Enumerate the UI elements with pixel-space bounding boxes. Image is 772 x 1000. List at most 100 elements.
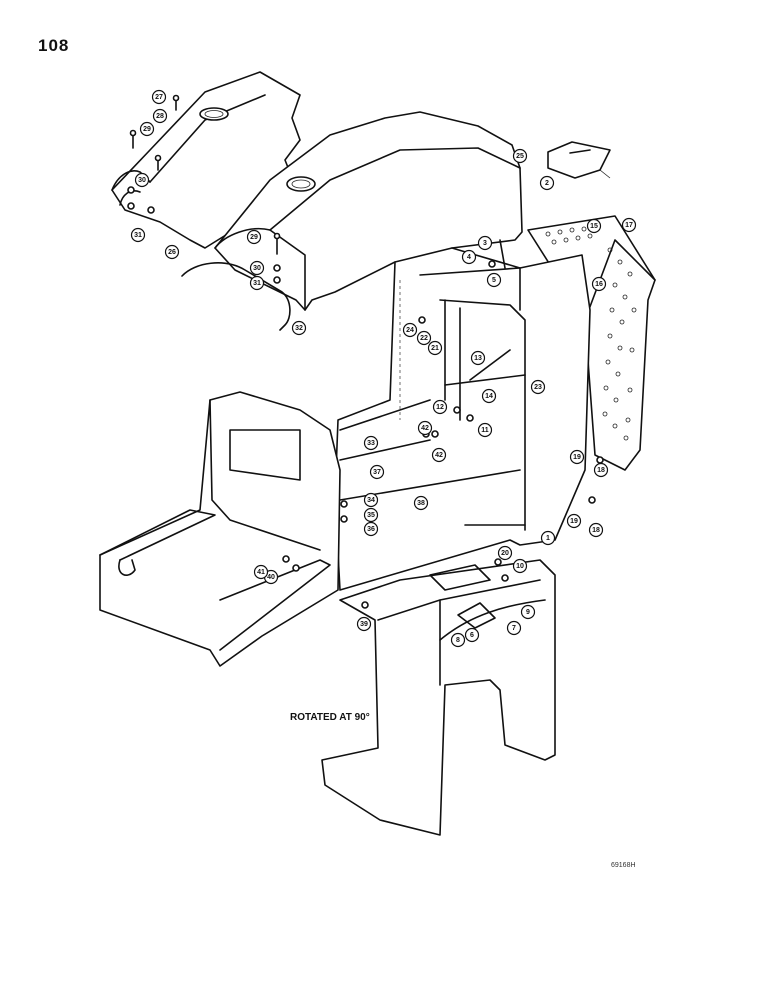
callout-c16: 16 [591, 276, 607, 292]
callout-label: 5 [492, 277, 496, 284]
callout-c41: 41 [253, 564, 269, 580]
callout-bubble [461, 249, 477, 265]
callout-label: 10 [516, 563, 524, 570]
callout-c29b: 29 [246, 229, 262, 245]
callout-c10: 10 [512, 558, 528, 574]
callout-c8: 8 [450, 632, 466, 648]
callout-label: 9 [526, 609, 530, 616]
callout-bubble [413, 495, 429, 511]
callout-label: 16 [595, 281, 603, 288]
callout-bubble [363, 507, 379, 523]
callout-c37: 37 [369, 464, 385, 480]
callout-label: 35 [367, 512, 375, 519]
callout-label: 12 [436, 404, 444, 411]
callout-c18b: 18 [588, 522, 604, 538]
callout-label: 40 [267, 574, 275, 581]
callout-label: 28 [156, 113, 164, 120]
hood-latch [547, 141, 611, 179]
callout-c20: 20 [497, 545, 513, 561]
seat-pedestal [321, 559, 556, 836]
callout-bubble [246, 229, 262, 245]
callout-c28: 28 [152, 108, 168, 124]
callout-c35: 35 [363, 507, 379, 523]
large-hood [214, 111, 523, 311]
callout-label: 17 [625, 222, 633, 229]
callout-c42: 42 [417, 420, 433, 436]
rotated-note: ROTATED AT 90° [290, 712, 370, 723]
callout-bubble [464, 627, 480, 643]
callout-bubble [291, 320, 307, 336]
callout-label: 14 [485, 393, 493, 400]
callout-bubble [512, 148, 528, 164]
callout-label: 1 [546, 535, 550, 542]
callout-label: 15 [590, 223, 598, 230]
callout-bubble [569, 449, 585, 465]
callout-bubble [593, 462, 609, 478]
callout-bubble [432, 399, 448, 415]
callout-c22: 22 [416, 330, 432, 346]
callout-label: 31 [134, 232, 142, 239]
callout-bubble [164, 244, 180, 260]
callout-bubble [249, 275, 265, 291]
callout-label: 19 [573, 454, 581, 461]
callout-label: 42 [421, 425, 429, 432]
callout-c24: 24 [402, 322, 418, 338]
callout-c33: 33 [363, 435, 379, 451]
callout-label: 25 [516, 153, 524, 160]
callout-label: 30 [253, 265, 261, 272]
callout-label: 4 [467, 254, 471, 261]
callout-label: 33 [367, 440, 375, 447]
callout-c17: 17 [621, 217, 637, 233]
callout-bubble [369, 464, 385, 480]
fasteners [127, 94, 604, 609]
callout-bubble [591, 276, 607, 292]
callout-bubble [356, 616, 372, 632]
callout-bubble [417, 420, 433, 436]
callout-bubble [253, 564, 269, 580]
callout-c14: 14 [481, 388, 497, 404]
callout-c38: 38 [413, 495, 429, 511]
callout-label: 20 [501, 550, 509, 557]
callout-bubble [486, 272, 502, 288]
callout-bubble [586, 218, 602, 234]
callout-c36: 36 [363, 521, 379, 537]
callout-label: 22 [420, 335, 428, 342]
callout-c25: 25 [512, 148, 528, 164]
callout-label: 18 [592, 527, 600, 534]
callout-c27: 27 [151, 89, 167, 105]
callout-label: 7 [512, 625, 516, 632]
callout-label: 24 [406, 327, 414, 334]
callout-label: 42 [435, 452, 443, 459]
callout-label: 32 [295, 325, 303, 332]
callout-bubble [477, 235, 493, 251]
callout-label: 21 [431, 345, 439, 352]
callout-c31b: 31 [249, 275, 265, 291]
callout-bubble [539, 175, 555, 191]
callout-bubble [512, 558, 528, 574]
callout-c18: 18 [593, 462, 609, 478]
callout-c19b: 19 [566, 513, 582, 529]
page-number: 108 [38, 36, 70, 55]
callout-c32: 32 [291, 320, 307, 336]
callout-c13: 13 [470, 350, 486, 366]
callout-label: 30 [138, 177, 146, 184]
callout-c4: 4 [461, 249, 477, 265]
callout-bubble [431, 447, 447, 463]
callout-bubble [520, 604, 536, 620]
callout-c3: 3 [477, 235, 493, 251]
callout-c12: 12 [432, 399, 448, 415]
callout-label: 38 [417, 500, 425, 507]
callout-c42b: 42 [431, 447, 447, 463]
callout-bubble [506, 620, 522, 636]
callout-c31: 31 [130, 227, 146, 243]
callout-bubble [540, 530, 556, 546]
callout-label: 37 [373, 469, 381, 476]
callout-bubble [130, 227, 146, 243]
callout-label: 13 [474, 355, 482, 362]
callout-group: 1234567891011121314151617181819192021222… [130, 89, 637, 648]
callout-bubble [402, 322, 418, 338]
callout-c34: 34 [363, 492, 379, 508]
callout-label: 2 [545, 180, 549, 187]
